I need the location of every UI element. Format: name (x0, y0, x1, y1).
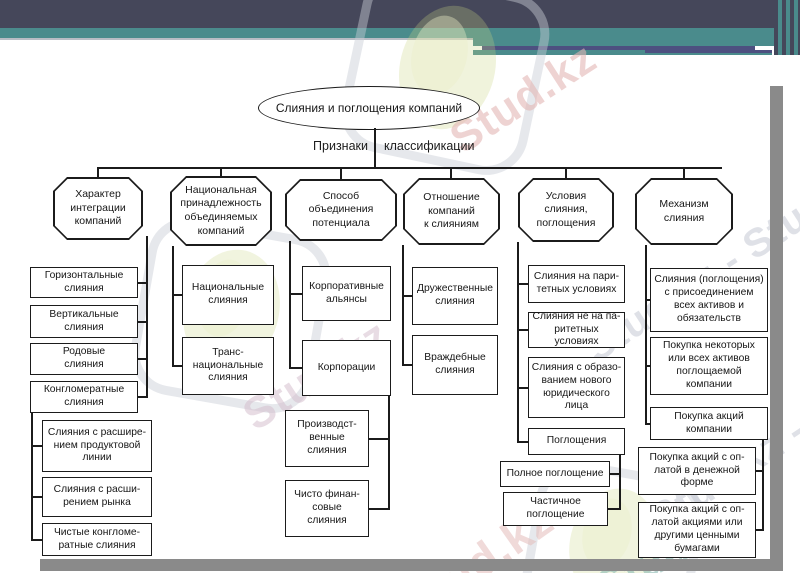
diagram-box: Чистые конгломе- ратные слияния (42, 523, 152, 556)
header-connector (565, 167, 567, 180)
category-header: Национальная принадлежность объединяемых… (170, 176, 272, 246)
root-connector (374, 128, 376, 168)
diagram-box: Покупка некоторых или всех активов погло… (650, 337, 768, 395)
top-bar-teal-strip (473, 50, 772, 55)
connector-line (517, 441, 530, 443)
connector-line (136, 321, 148, 323)
connector-line (606, 508, 621, 510)
diagram-box: Поглощения (528, 428, 625, 455)
category-header: Характер интеграции компаний (53, 177, 143, 240)
category-header: Условия слияния, поглощения (518, 178, 614, 242)
connector-line (367, 508, 390, 510)
panel-shadow-bottom (40, 559, 783, 571)
distribution-line (98, 167, 722, 169)
connector-line (136, 282, 148, 284)
top-accent-line-1 (482, 46, 755, 50)
category-header: Отношение компаний к слияниям (403, 178, 500, 245)
branch-label-left: Признаки (313, 139, 368, 153)
connector-line (136, 396, 148, 398)
category-header-label: Отношение компаний к слияниям (405, 180, 499, 244)
diagram-box: Слияния с расши- рением рынка (42, 477, 152, 517)
diagram-box: Родовые слияния (30, 343, 138, 375)
connector-line (289, 367, 304, 369)
branch-spine (146, 236, 148, 397)
connector-line (31, 445, 44, 447)
category-header: Механизм слияния (635, 178, 733, 245)
category-header-label: Механизм слияния (637, 180, 732, 244)
diagram-box: Производст- венные слияния (285, 410, 369, 467)
header-connector (97, 167, 99, 179)
diagram-box: Покупка акций компании (650, 407, 768, 440)
connector-line (367, 438, 390, 440)
diagram-box: Слияния (поглощения) с присоединением вс… (650, 268, 768, 332)
top-right-stripes (774, 0, 800, 55)
branch-spine (172, 246, 174, 366)
diagram-box: Корпорации (302, 340, 391, 396)
sub-branch-spine (388, 396, 390, 508)
header-connector (340, 167, 342, 181)
connector-line (754, 529, 764, 531)
branch-spine (402, 245, 404, 365)
connector-line (645, 365, 652, 367)
diagram-box: Слияния на пари- тетных условиях (528, 265, 625, 303)
diagram-box: Вертикальные слияния (30, 305, 138, 338)
diagram-box: Частичное поглощение (503, 492, 608, 526)
diagram-box: Покупка акций с оп- латой в денежной фор… (638, 447, 756, 495)
sub-branch-spine (762, 440, 764, 530)
branch-spine (517, 242, 519, 441)
branch-spine (289, 241, 291, 368)
connector-line (31, 496, 44, 498)
diagram-box: Горизонтальные слияния (30, 267, 138, 298)
header-connector (220, 167, 222, 178)
connector-line (172, 294, 184, 296)
connector-line (754, 470, 764, 472)
connector-line (31, 539, 44, 541)
category-header-label: Условия слияния, поглощения (520, 180, 613, 241)
category-header-label: Характер интеграции компаний (55, 179, 142, 239)
connector-line (517, 329, 530, 331)
diagram-box: Слияния не на па- ритетных условиях (528, 311, 625, 348)
branch-label-right: классификации (384, 139, 475, 153)
diagram-box: Корпоративные альянсы (302, 266, 391, 321)
connector-line (172, 365, 184, 367)
category-header-label: Национальная принадлежность объединяемых… (172, 178, 271, 245)
category-header-label: Способ объединения потенциала (287, 181, 396, 240)
diagram-box: Слияния с расшире- нием продуктовой лини… (42, 420, 152, 472)
connector-line (289, 293, 304, 295)
diagram-box: Чисто финан- совые слияния (285, 480, 369, 537)
top-bar-teal (0, 28, 800, 38)
diagram-box: Враждебные слияния (412, 335, 498, 395)
diagram-box: Конгломератные слияния (30, 381, 138, 413)
category-header: Способ объединения потенциала (285, 179, 397, 241)
header-connector (450, 167, 452, 180)
diagram-box: Транс- национальные слияния (182, 337, 274, 395)
branch-spine (645, 245, 647, 423)
connector-line (402, 364, 414, 366)
top-bar-teal-extension (473, 38, 800, 46)
connector-line (517, 283, 530, 285)
sub-branch-spine (31, 413, 33, 540)
connector-line (517, 387, 530, 389)
top-accent-line-2 (645, 50, 772, 53)
panel-shadow-right (770, 86, 783, 571)
diagram-box: Полное поглощение (500, 461, 610, 487)
diagram-box: Национальные слияния (182, 265, 274, 325)
diagram-box: Слияния с образо- ванием нового юридичес… (528, 357, 625, 418)
sub-branch-spine (619, 455, 621, 508)
connector-line (645, 423, 652, 425)
header-connector (683, 167, 685, 180)
connector-line (402, 295, 414, 297)
connector-line (136, 358, 148, 360)
top-bar-gray-edge (0, 38, 473, 40)
diagram-box: Покупка акций с оп- латой акциями или др… (638, 502, 756, 558)
diagram-box: Дружественные слияния (412, 267, 498, 325)
connector-line (608, 473, 621, 475)
top-bar-dark (0, 0, 800, 28)
root-node: Слияния и поглощения компаний (258, 86, 480, 130)
connector-line (645, 299, 652, 301)
